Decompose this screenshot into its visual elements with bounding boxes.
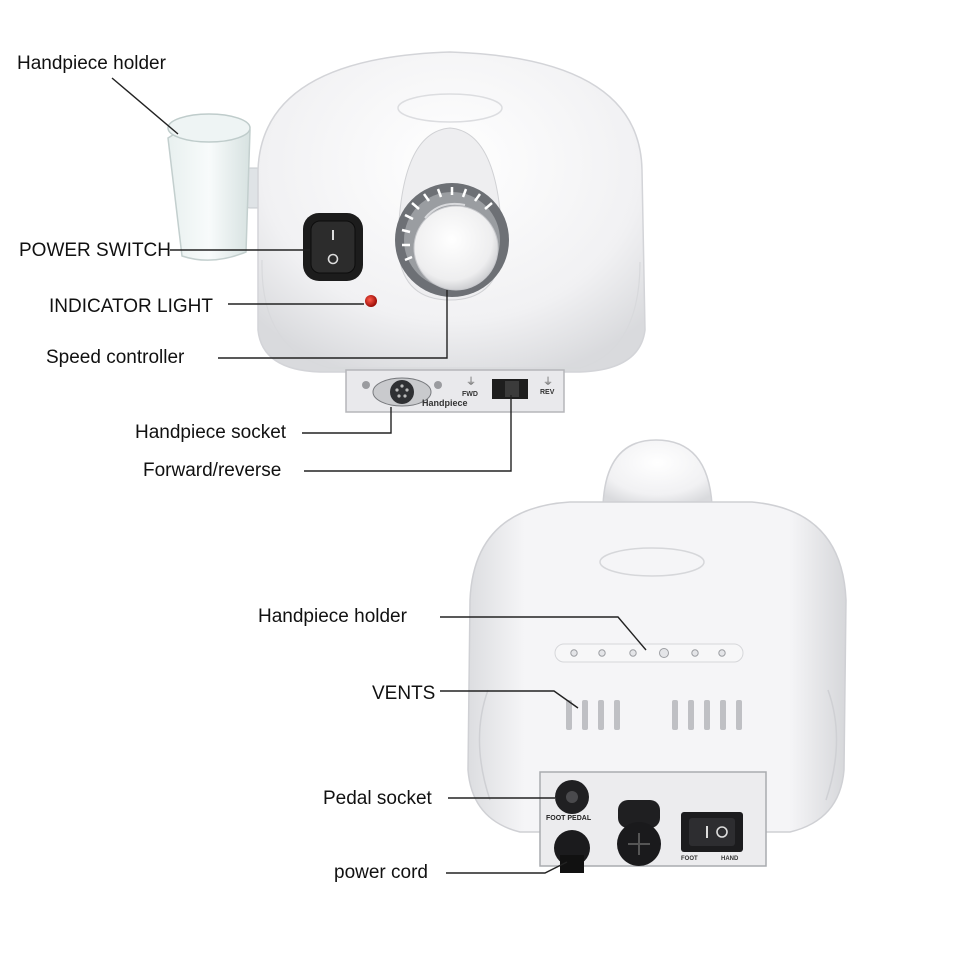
power-cord-icon [554,830,590,873]
indicator-light-icon [365,295,377,307]
callout-indicator-light: INDICATOR LIGHT [49,296,213,317]
front-connector-panel: ⏚ ⏚ [345,369,565,413]
callout-pedal-socket: Pedal socket [323,788,432,809]
rear-connector-panel [539,771,767,873]
leader-lines [111,77,647,874]
panel-text-rev: REV [540,389,555,396]
panel-text-foot: FOOT [681,856,698,862]
fuse-holder-icon [617,800,661,866]
rocker-switch-icon [303,213,363,281]
svg-text:⏚: ⏚ [543,376,553,388]
din-socket-icon [362,377,442,407]
speed-knob-icon [395,127,509,301]
top-logo-plate-back [599,547,705,577]
callout-handpiece-holder-front: Handpiece holder [17,53,166,74]
rocker-switch-icon [681,812,743,852]
callout-speed-controller: Speed controller [46,347,185,368]
holder-holes [554,643,744,663]
vents-part [566,700,742,730]
callout-handpiece-holder-back: Handpiece holder [258,606,407,627]
top-logo-plate [397,93,503,123]
back-body [467,501,847,833]
callout-vents: VENTS [372,683,436,704]
callout-forward-reverse: Forward/reverse [143,460,282,481]
slide-switch-icon [492,379,528,399]
svg-text:⏚: ⏚ [466,376,476,388]
callout-power-cord: power cord [334,862,428,883]
panel-text-hand: HAND [721,856,739,862]
panel-text-fwd: FWD [462,391,478,398]
panel-text-foot-pedal: FOOT PEDAL [546,815,592,822]
handpiece-holder-part [167,113,265,261]
back-unit [467,439,847,873]
callout-power-switch: POWER SWITCH [19,240,171,261]
panel-text-handpiece: Handpiece [422,398,468,408]
front-unit: ⏚ ⏚ [167,51,646,413]
callout-handpiece-socket: Handpiece socket [135,422,287,443]
